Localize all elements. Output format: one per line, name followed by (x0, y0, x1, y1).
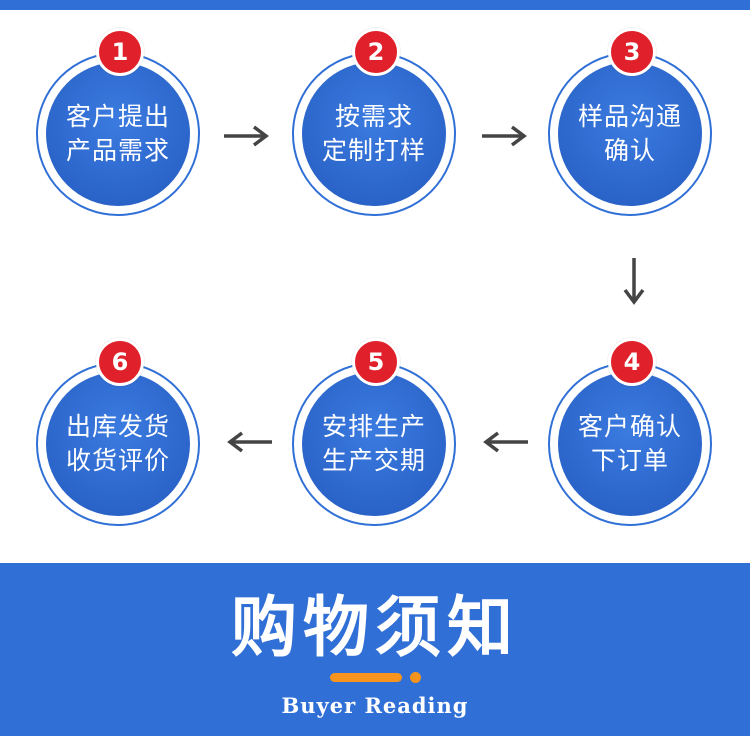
step-6-number-badge: 6 (96, 338, 144, 386)
step-6: 出库发货 收货评价 6 (36, 338, 208, 526)
arrow-left-icon (226, 430, 274, 454)
arrow-right-icon (222, 124, 270, 148)
step-4-number-badge: 4 (608, 338, 656, 386)
footer-accent-dot (410, 672, 421, 683)
arrow-down-icon (622, 256, 646, 306)
step-disc: 安排生产 生产交期 (302, 372, 446, 516)
step-disc: 客户确认 下订单 (558, 372, 702, 516)
step-4: 客户确认 下订单 4 (548, 338, 720, 526)
step-disc: 出库发货 收货评价 (46, 372, 190, 516)
step-3-line-1: 样品沟通 (577, 102, 682, 131)
step-6-line-2: 收货评价 (65, 446, 170, 475)
step-2-line-1: 按需求 (334, 102, 413, 131)
step-5-line-1: 安排生产 (321, 412, 426, 441)
step-disc: 样品沟通 确认 (558, 62, 702, 206)
step-2-number-badge: 2 (352, 28, 400, 76)
step-1-line-1: 客户提出 (65, 102, 170, 131)
arrow-right-icon (480, 124, 528, 148)
step-disc: 客户提出 产品需求 (46, 62, 190, 206)
step-5: 安排生产 生产交期 5 (292, 338, 464, 526)
footer-title: 购物须知 (231, 588, 519, 666)
step-disc: 按需求 定制打样 (302, 62, 446, 206)
step-3-line-2: 确认 (603, 136, 656, 165)
top-stripe (0, 0, 750, 10)
arrow-left-icon (482, 430, 530, 454)
step-5-number-badge: 5 (352, 338, 400, 386)
step-2: 按需求 定制打样 2 (292, 28, 464, 216)
step-4-line-2: 下订单 (590, 446, 669, 475)
step-5-line-2: 生产交期 (321, 446, 426, 475)
footer-subtitle: Buyer Reading (281, 693, 469, 718)
step-2-line-2: 定制打样 (321, 136, 426, 165)
step-1-line-2: 产品需求 (65, 136, 170, 165)
step-1-number-badge: 1 (96, 28, 144, 76)
step-4-line-1: 客户确认 (577, 412, 682, 441)
step-3: 样品沟通 确认 3 (548, 28, 720, 216)
footer-accent-bar (330, 673, 402, 682)
step-6-line-1: 出库发货 (65, 412, 170, 441)
step-3-number-badge: 3 (608, 28, 656, 76)
footer-banner: 购物须知 Buyer Reading (0, 563, 750, 736)
step-1: 客户提出 产品需求 1 (36, 28, 208, 216)
